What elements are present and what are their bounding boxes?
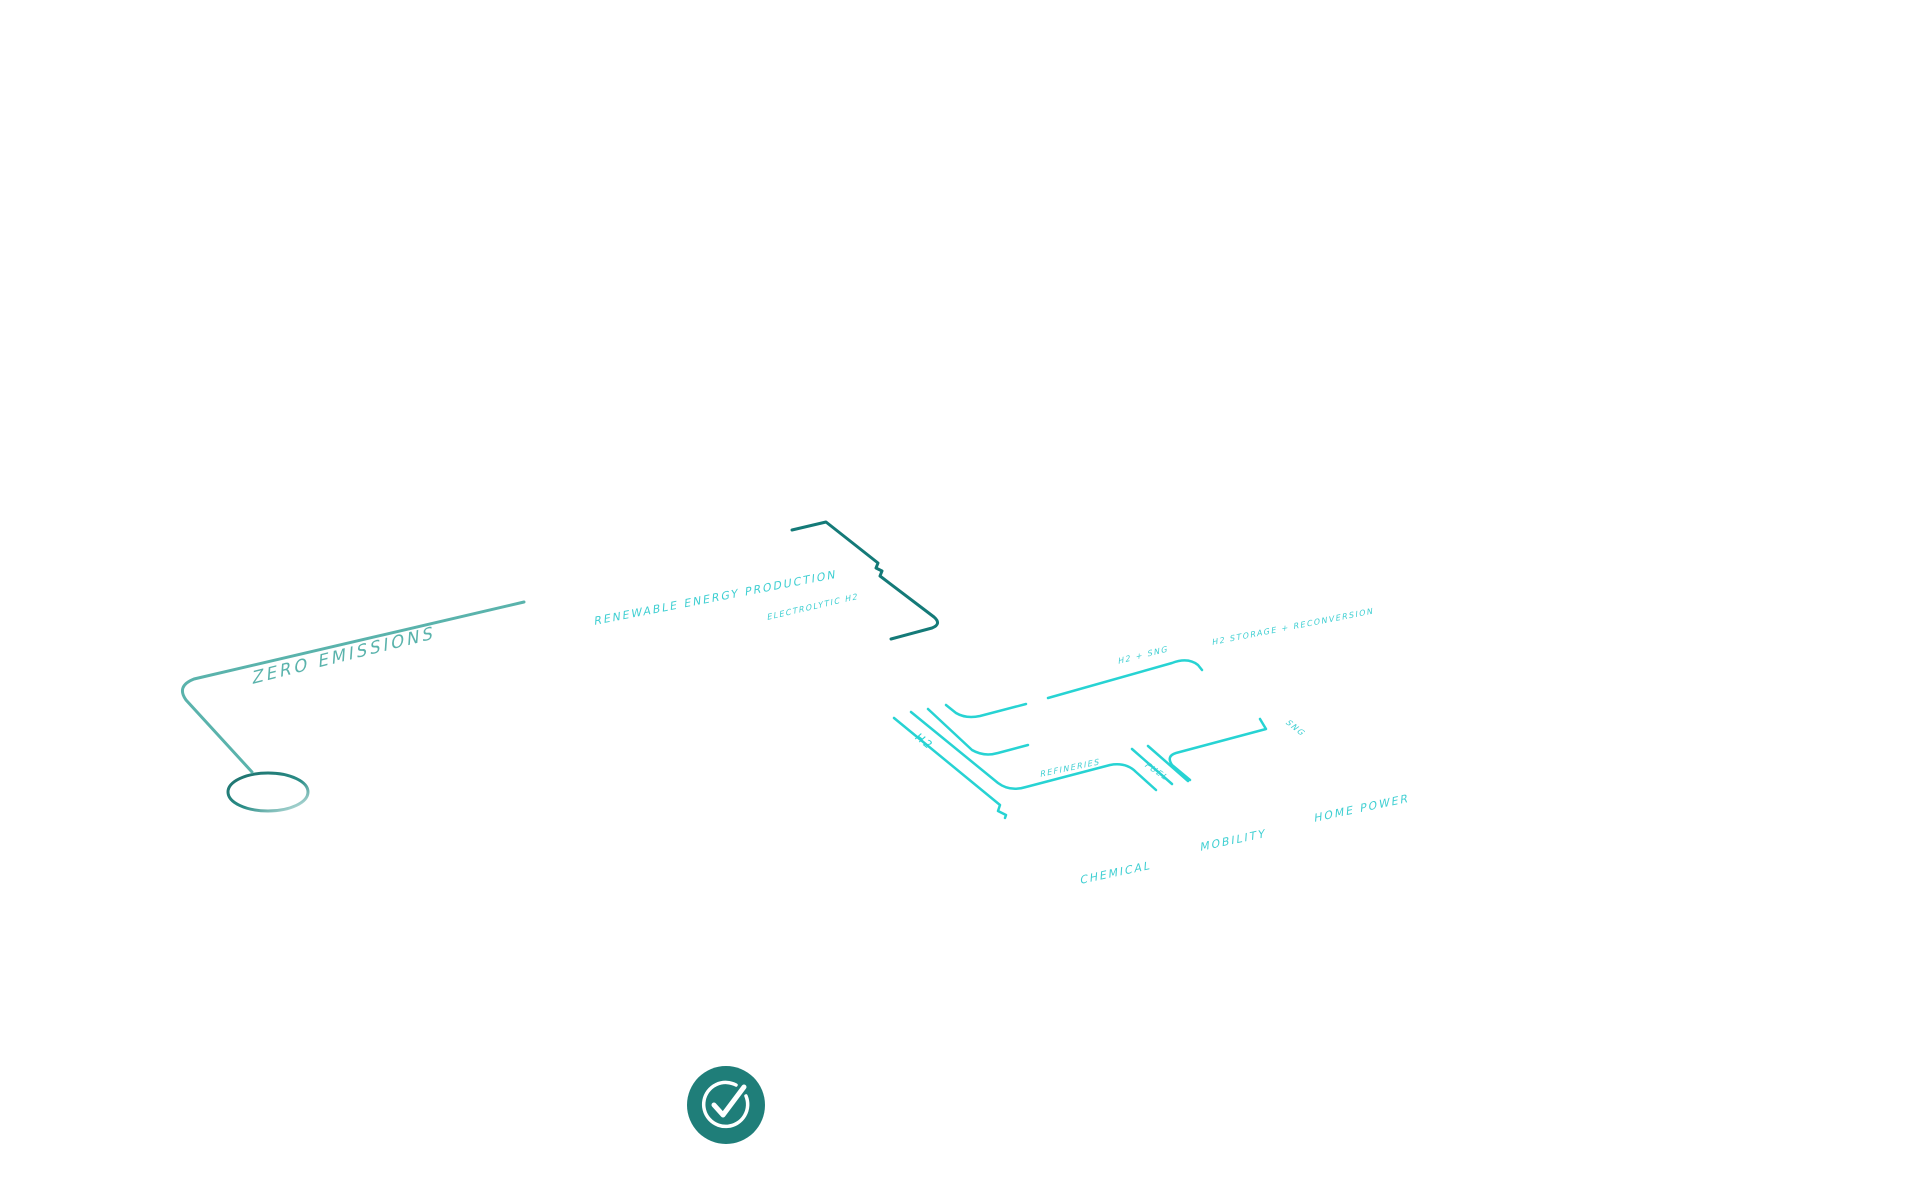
h2-sng-line-upper xyxy=(1046,659,1204,700)
fuel-line-b xyxy=(1146,744,1190,783)
zero-emissions-line xyxy=(180,600,526,774)
renewable-bracket-line xyxy=(790,520,939,641)
h2-sng-line xyxy=(944,702,1028,719)
h2-sng-label: H2 + SNG xyxy=(1118,643,1169,666)
refineries-line xyxy=(909,710,1158,792)
h2-storage-reconversion-label: H2 STORAGE + RECONVERSION xyxy=(1212,605,1375,647)
origin-ring xyxy=(226,771,310,813)
electrolytic-h2-label: ELECTROLYTIC H2 xyxy=(767,591,859,622)
sng-label: SNG xyxy=(1283,718,1309,737)
mobility-line xyxy=(926,707,1030,756)
labels: ZERO EMISSIONS RENEWABLE ENERGY PRODUCTI… xyxy=(252,568,1411,887)
mobility-label: MOBILITY xyxy=(1200,827,1267,854)
zero-emissions-label: ZERO EMISSIONS xyxy=(252,623,437,689)
sng-line xyxy=(1168,717,1268,782)
renewable-energy-production-label: RENEWABLE ENERGY PRODUCTION xyxy=(594,568,838,628)
h2-main-line xyxy=(892,716,1008,820)
distribution-network xyxy=(892,659,1268,820)
home-power-label: HOME POWER xyxy=(1314,792,1410,826)
chemical-label: CHEMICAL xyxy=(1080,859,1152,887)
zero-emissions-branch xyxy=(180,600,526,813)
fuel-line-a xyxy=(1130,747,1174,786)
check-circle-icon[interactable] xyxy=(686,1065,766,1145)
